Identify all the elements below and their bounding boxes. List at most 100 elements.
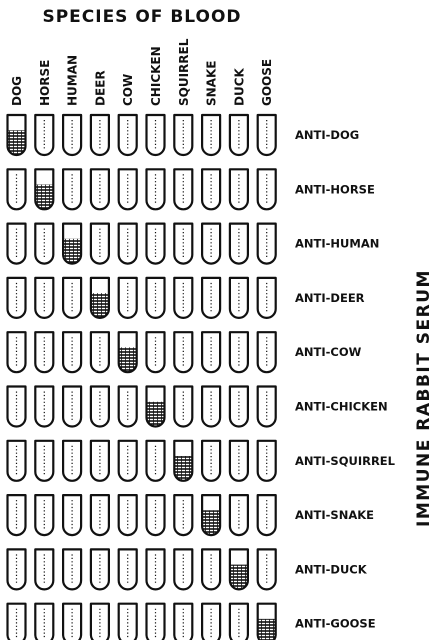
tube-anti-horse-chicken	[147, 169, 165, 209]
tube-anti-goose-deer	[91, 604, 109, 640]
tube-anti-human-chicken	[147, 224, 165, 264]
tube-anti-chicken-dog	[8, 387, 26, 427]
tube-anti-horse-duck	[230, 169, 248, 209]
species-label-dog: DOG	[10, 76, 24, 106]
serum-label-anti-duck: ANTI-DUCK	[295, 562, 368, 576]
tube-anti-horse-goose	[258, 169, 276, 209]
tube-anti-cow-cow	[119, 332, 137, 372]
tube-anti-snake-duck	[230, 495, 248, 535]
tube-anti-dog-cow	[119, 115, 137, 155]
tube-anti-horse-deer	[91, 169, 109, 209]
tube-anti-duck-squirrel	[174, 549, 192, 589]
tube-anti-horse-dog	[8, 169, 26, 209]
tube-anti-snake-chicken	[147, 495, 165, 535]
tube-anti-deer-snake	[202, 278, 220, 318]
tube-anti-dog-dog	[8, 115, 26, 155]
tube-anti-duck-dog	[8, 549, 26, 589]
tube-anti-cow-deer	[91, 332, 109, 372]
tube-anti-goose-duck	[230, 604, 248, 640]
tube-anti-chicken-deer	[91, 387, 109, 427]
tube-anti-goose-dog	[8, 604, 26, 640]
tube-anti-deer-duck	[230, 278, 248, 318]
tube-anti-deer-chicken	[147, 278, 165, 318]
tube-anti-goose-goose	[258, 604, 276, 640]
tube-anti-chicken-duck	[230, 387, 248, 427]
serum-label-anti-dog: ANTI-DOG	[295, 128, 359, 142]
tube-anti-cow-chicken	[147, 332, 165, 372]
serum-label-anti-goose: ANTI-GOOSE	[295, 617, 376, 631]
tube-anti-duck-cow	[119, 549, 137, 589]
tube-anti-human-cow	[119, 224, 137, 264]
tube-anti-cow-human	[63, 332, 81, 372]
serum-label-anti-human: ANTI-HUMAN	[295, 237, 379, 251]
tube-anti-goose-snake	[202, 604, 220, 640]
tube-anti-goose-squirrel	[174, 604, 192, 640]
tube-anti-horse-horse	[35, 169, 53, 209]
species-label-deer: DEER	[93, 70, 107, 106]
tube-anti-cow-dog	[8, 332, 26, 372]
tube-anti-deer-deer	[91, 278, 109, 318]
tube-anti-duck-snake	[202, 549, 220, 589]
tube-anti-squirrel-chicken	[147, 441, 165, 481]
tube-anti-chicken-snake	[202, 387, 220, 427]
tube-anti-snake-cow	[119, 495, 137, 535]
species-label-duck: DUCK	[232, 67, 246, 106]
tube-anti-dog-horse	[35, 115, 53, 155]
tube-anti-deer-horse	[35, 278, 53, 318]
tube-anti-deer-squirrel	[174, 278, 192, 318]
tube-anti-snake-dog	[8, 495, 26, 535]
tube-anti-deer-cow	[119, 278, 137, 318]
figure-title: SPECIES OF BLOOD	[42, 7, 241, 27]
tube-anti-squirrel-duck	[230, 441, 248, 481]
tube-anti-deer-dog	[8, 278, 26, 318]
tube-anti-human-duck	[230, 224, 248, 264]
tube-anti-chicken-human	[63, 387, 81, 427]
species-labels: DOGHORSEHUMANDEERCOWCHICKENSQUIRRELSNAKE…	[10, 38, 274, 106]
serum-labels: ANTI-DOGANTI-HORSEANTI-HUMANANTI-DEERANT…	[295, 128, 396, 631]
serum-label-anti-squirrel: ANTI-SQUIRREL	[295, 454, 396, 468]
tube-anti-goose-horse	[35, 604, 53, 640]
tube-anti-snake-snake	[202, 495, 220, 535]
tube-anti-deer-goose	[258, 278, 276, 318]
tube-anti-cow-goose	[258, 332, 276, 372]
tube-anti-squirrel-deer	[91, 441, 109, 481]
tube-anti-dog-chicken	[147, 115, 165, 155]
tube-anti-squirrel-cow	[119, 441, 137, 481]
tube-anti-chicken-horse	[35, 387, 53, 427]
serum-label-anti-deer: ANTI-DEER	[295, 291, 365, 305]
precipitate-band	[258, 619, 276, 640]
species-label-human: HUMAN	[66, 55, 80, 106]
tube-anti-duck-duck	[230, 549, 248, 589]
tube-anti-duck-horse	[35, 549, 53, 589]
tube-anti-horse-squirrel	[174, 169, 192, 209]
species-label-horse: HORSE	[38, 60, 52, 106]
tube-anti-squirrel-dog	[8, 441, 26, 481]
tube-anti-chicken-chicken	[147, 387, 165, 427]
tube-anti-human-horse	[35, 224, 53, 264]
tube-anti-duck-deer	[91, 549, 109, 589]
tube-anti-human-snake	[202, 224, 220, 264]
side-label: IMMUNE RABBIT SERUM	[414, 269, 434, 527]
tube-anti-duck-human	[63, 549, 81, 589]
tube-anti-dog-duck	[230, 115, 248, 155]
tube-anti-horse-cow	[119, 169, 137, 209]
tube-anti-horse-snake	[202, 169, 220, 209]
tube-anti-dog-deer	[91, 115, 109, 155]
tube-anti-squirrel-goose	[258, 441, 276, 481]
tube-anti-squirrel-snake	[202, 441, 220, 481]
tube-anti-dog-snake	[202, 115, 220, 155]
tube-anti-cow-duck	[230, 332, 248, 372]
serum-label-anti-chicken: ANTI-CHICKEN	[295, 400, 388, 414]
tube-anti-snake-squirrel	[174, 495, 192, 535]
tube-anti-dog-squirrel	[174, 115, 192, 155]
tube-anti-squirrel-horse	[35, 441, 53, 481]
species-label-snake: SNAKE	[205, 61, 219, 106]
tube-anti-goose-cow	[119, 604, 137, 640]
tube-anti-snake-goose	[258, 495, 276, 535]
tube-anti-human-dog	[8, 224, 26, 264]
tube-anti-chicken-goose	[258, 387, 276, 427]
tube-anti-goose-human	[63, 604, 81, 640]
tube-anti-human-human	[63, 224, 81, 264]
tube-anti-chicken-cow	[119, 387, 137, 427]
